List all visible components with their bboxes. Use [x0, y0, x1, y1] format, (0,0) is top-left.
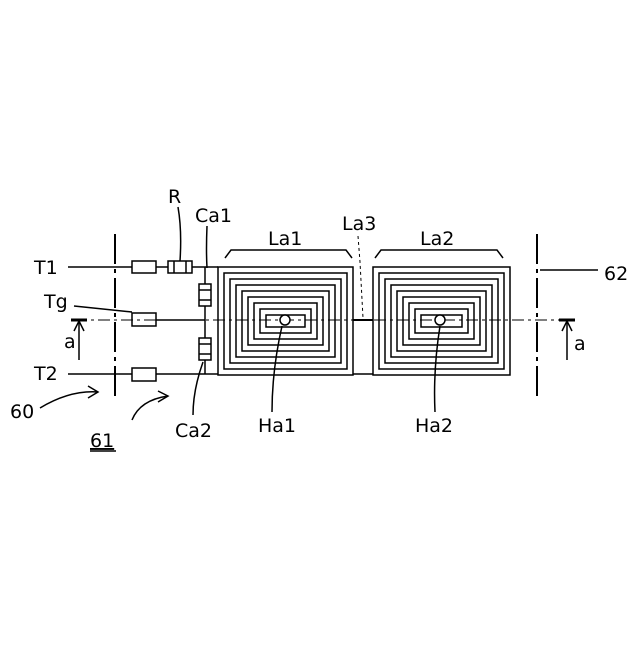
label-ca2: Ca2	[175, 420, 212, 442]
label-section-right: a	[574, 333, 586, 355]
label-60: 60	[10, 401, 34, 423]
section-marker-right	[559, 320, 575, 360]
hole-ha2	[435, 315, 445, 325]
bracket-la1	[225, 250, 352, 258]
leader-r	[178, 207, 181, 261]
label-t1: T1	[33, 257, 58, 279]
hole-ha1	[280, 315, 290, 325]
capacitor-ca1	[199, 284, 211, 306]
resistor-r	[168, 261, 192, 273]
arrow-60	[40, 392, 98, 408]
label-la2: La2	[420, 228, 454, 250]
label-r: R	[168, 186, 181, 208]
terminal-t1	[132, 261, 156, 273]
leader-ca2	[193, 362, 203, 415]
leader-ca1	[207, 226, 208, 268]
label-ha1: Ha1	[258, 415, 296, 437]
label-ca1: Ca1	[195, 205, 232, 227]
label-section-left: a	[64, 331, 76, 353]
terminal-t2	[132, 368, 156, 381]
label-la1: La1	[268, 228, 302, 250]
label-62: 62	[604, 263, 628, 285]
leader-la3	[358, 236, 363, 318]
label-61: 61	[90, 430, 114, 452]
label-tg: Tg	[43, 291, 68, 313]
bracket-la2	[375, 250, 503, 258]
label-ha2: Ha2	[415, 415, 453, 437]
label-t2: T2	[33, 363, 58, 385]
tg-leader	[74, 306, 132, 312]
label-la3: La3	[342, 213, 376, 235]
capacitor-ca2	[199, 338, 211, 360]
